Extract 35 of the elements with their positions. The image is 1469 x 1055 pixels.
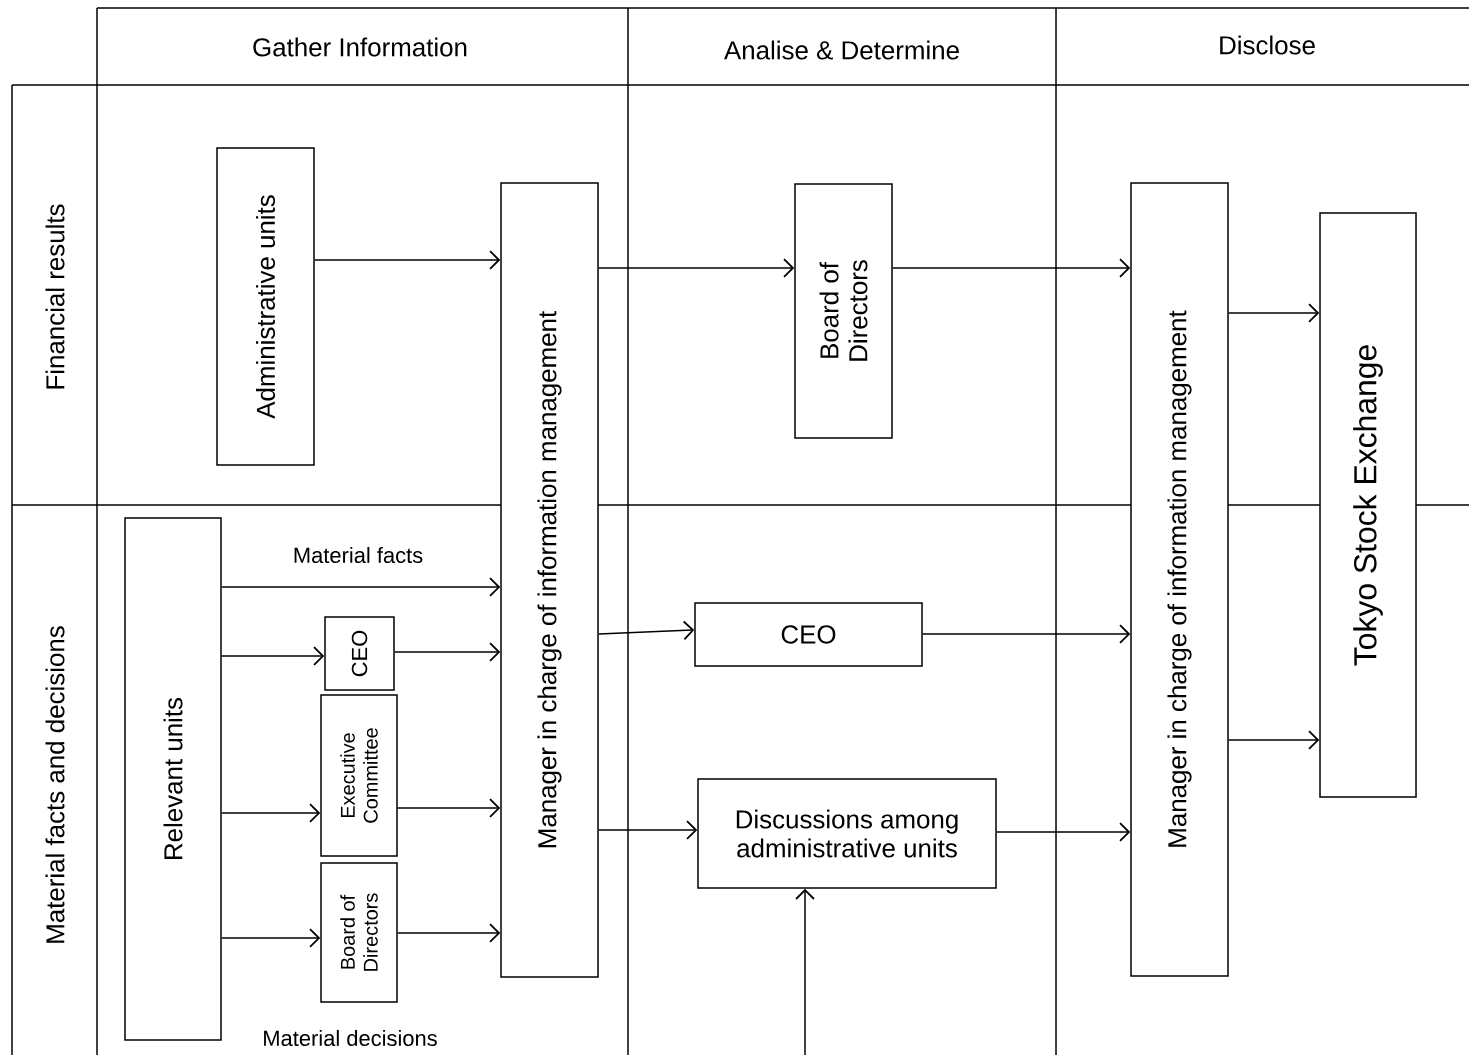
process-box: Tokyo Stock Exchange — [1319, 212, 1417, 798]
arrow — [598, 258, 795, 278]
process-box: CEO — [694, 602, 923, 667]
arrow — [221, 646, 325, 666]
arrow — [221, 928, 321, 948]
arrow — [314, 250, 501, 270]
arrow — [221, 803, 321, 823]
process-box: Relevant units — [124, 517, 222, 1041]
arrow — [394, 642, 501, 662]
arrow — [922, 624, 1131, 644]
lane-header: Financial results — [45, 204, 65, 389]
arrow — [598, 620, 695, 641]
lane-header: Gather Information — [253, 37, 467, 57]
lane-header: Material facts and decisions — [45, 626, 65, 943]
arrow — [1228, 303, 1320, 323]
lane-header: Analise & Determine — [724, 40, 959, 60]
process-box: Executive Committee — [320, 694, 398, 857]
text-label: Material decisions — [264, 1029, 437, 1047]
arrow — [795, 888, 815, 1055]
arrow — [598, 820, 698, 840]
arrow — [221, 577, 501, 597]
lane-header: Disclose — [1220, 35, 1315, 55]
arrow — [1228, 730, 1320, 750]
process-box: Board of Directors — [320, 862, 398, 1003]
process-box: CEO — [324, 616, 395, 691]
arrow — [397, 798, 501, 818]
arrow — [397, 923, 501, 943]
process-box: Manager in charge of information management — [500, 182, 599, 978]
process-box: Board of Directors — [794, 183, 893, 439]
process-box: Administrative units — [216, 147, 315, 466]
arrow — [996, 822, 1131, 842]
process-box: Discussions among administrative units — [697, 778, 997, 889]
process-box: Manager in charge of information management — [1130, 182, 1229, 977]
arrow — [892, 258, 1131, 278]
edge-label: Material facts — [290, 544, 426, 566]
